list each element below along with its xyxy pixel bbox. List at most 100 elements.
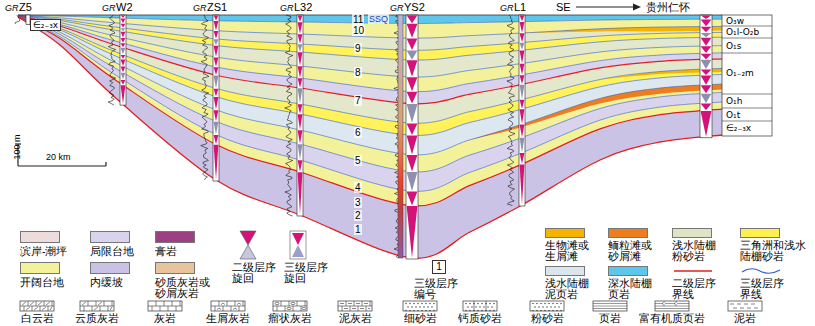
shape	[675, 302, 677, 305]
well-name: L32	[294, 1, 312, 13]
sequence-triangle	[701, 27, 712, 32]
sequence-triangle	[214, 31, 219, 39]
sequence-triangle	[214, 135, 219, 144]
shape	[156, 301, 157, 306]
formation-label: O₁s	[726, 41, 741, 51]
well-name: ZS1	[207, 1, 227, 13]
legend-text: 生屑灰岩	[188, 313, 268, 324]
formation-divider	[722, 38, 772, 39]
second-order-boundary	[18, 17, 722, 206]
shape	[164, 301, 165, 306]
shape	[754, 308, 758, 309]
third-order-boundary	[18, 16, 722, 172]
shape	[481, 303, 482, 304]
log-label: GR	[5, 3, 19, 13]
shape	[211, 301, 245, 311]
sequence-triangle	[121, 28, 126, 31]
shape	[730, 304, 734, 305]
lithology-symbol	[273, 301, 307, 311]
shape	[152, 306, 153, 311]
shape	[46, 302, 50, 305]
sequence-triangle	[520, 33, 525, 42]
legend-text: 瘤状灰岩	[250, 313, 330, 324]
shape	[227, 301, 228, 306]
shape	[281, 301, 282, 306]
facies-lens	[522, 26, 722, 33]
shape	[221, 303, 225, 305]
shape	[737, 304, 741, 305]
shape	[655, 308, 689, 309]
shape	[429, 303, 430, 304]
sequence-triangle	[701, 111, 712, 137]
scale-label: 20 km	[46, 152, 71, 162]
shape	[403, 301, 437, 311]
sequence-label: SSQ	[368, 14, 389, 24]
formation-label: O₃w	[726, 16, 744, 26]
legend-swatch	[608, 266, 648, 276]
shape	[110, 307, 112, 310]
shape	[556, 310, 558, 311]
lithology-symbol	[655, 301, 689, 311]
shape	[429, 310, 430, 311]
shape	[50, 307, 52, 310]
sequence-triangle	[121, 55, 126, 59]
sequence-triangle	[214, 46, 219, 57]
shape	[663, 302, 665, 305]
sequence-triangle	[298, 104, 303, 113]
scale-bar	[18, 165, 106, 166]
sequence-triangle	[298, 15, 303, 21]
formation-label: O₁₋₂m	[726, 68, 754, 78]
third-order-boundary	[18, 16, 722, 135]
legend-swatch	[90, 231, 130, 243]
shape	[423, 306, 424, 307]
legend-text: 富有机质页岩	[632, 313, 712, 324]
shape	[469, 303, 470, 304]
shape	[32, 306, 33, 311]
sequence-triangle	[701, 70, 712, 75]
sequence-triangle	[214, 97, 219, 110]
lithology-symbol	[80, 301, 114, 311]
shape	[593, 301, 627, 311]
sequence-triangle	[701, 54, 712, 59]
sequence-triangle	[520, 153, 525, 164]
sequence-triangle	[520, 22, 525, 33]
legend-text: 页岩	[570, 313, 650, 324]
shape	[751, 304, 755, 305]
sequence-triangle	[121, 85, 126, 104]
sequence-number-sample: 1	[432, 260, 446, 274]
scale-bar	[105, 162, 106, 166]
sequence-triangle	[701, 20, 712, 27]
shape	[26, 307, 30, 310]
shape	[108, 306, 109, 311]
lithology-symbol	[403, 301, 437, 311]
legend-text: 灰岩	[125, 313, 205, 324]
legend-text: 云质灰岩	[57, 313, 137, 324]
second-order-boundary	[18, 16, 722, 104]
shape	[305, 301, 306, 306]
sequence-triangle	[298, 78, 303, 87]
shape	[92, 306, 93, 311]
legend-text: 鲕粒滩或砂屑滩	[608, 240, 656, 262]
sequence-triangle	[121, 48, 126, 55]
shape	[465, 303, 466, 304]
sequence-triangle	[214, 110, 219, 121]
sequence-triangle	[214, 145, 219, 180]
cycle-symbol	[292, 233, 304, 245]
sequence-triangle	[520, 75, 525, 84]
log-label: GR	[500, 3, 514, 13]
shape	[364, 303, 368, 304]
gr-log	[394, 15, 403, 258]
lithology-symbol	[20, 301, 54, 311]
legend-text: 三角洲和浅水陆棚砂岩	[740, 240, 806, 262]
shape	[172, 301, 173, 306]
legend-swatch	[20, 231, 60, 243]
sequence-number: 6	[354, 127, 362, 138]
shape	[593, 308, 627, 309]
sequence-triangle	[121, 32, 126, 38]
log-label: GR	[390, 3, 404, 13]
sequence-triangle	[407, 92, 418, 104]
shape	[148, 301, 182, 311]
shape	[36, 301, 37, 306]
shape	[217, 308, 221, 310]
sequence-triangle	[214, 15, 219, 20]
